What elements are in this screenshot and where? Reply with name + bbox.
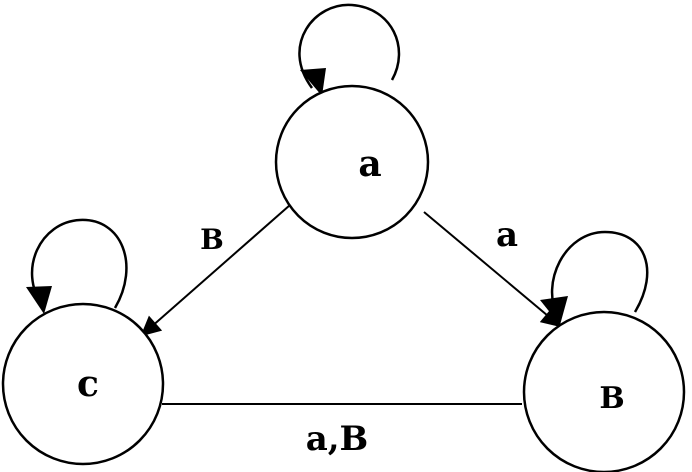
- self-loop-left: [30, 218, 128, 309]
- self-loop-top: [298, 3, 401, 89]
- node-right-circle: [522, 310, 686, 472]
- edge-top-to-right-label: a: [496, 215, 518, 255]
- node-right-label: B: [599, 381, 624, 416]
- node-left-circle: [1, 302, 165, 466]
- edge-top-to-right: [423, 211, 562, 328]
- self-loop-left-arrowhead: [26, 286, 52, 314]
- node-top-label: a: [358, 143, 381, 185]
- self-loop-right: [550, 230, 649, 319]
- edge-left-right-label: a,B: [306, 419, 369, 459]
- edge-top-to-left-label: B: [200, 223, 224, 256]
- node-left-label: c: [77, 363, 99, 405]
- edge-top-to-left: [140, 204, 291, 337]
- self-loop-top-arrowhead: [300, 68, 326, 96]
- node-top-circle: [274, 84, 430, 240]
